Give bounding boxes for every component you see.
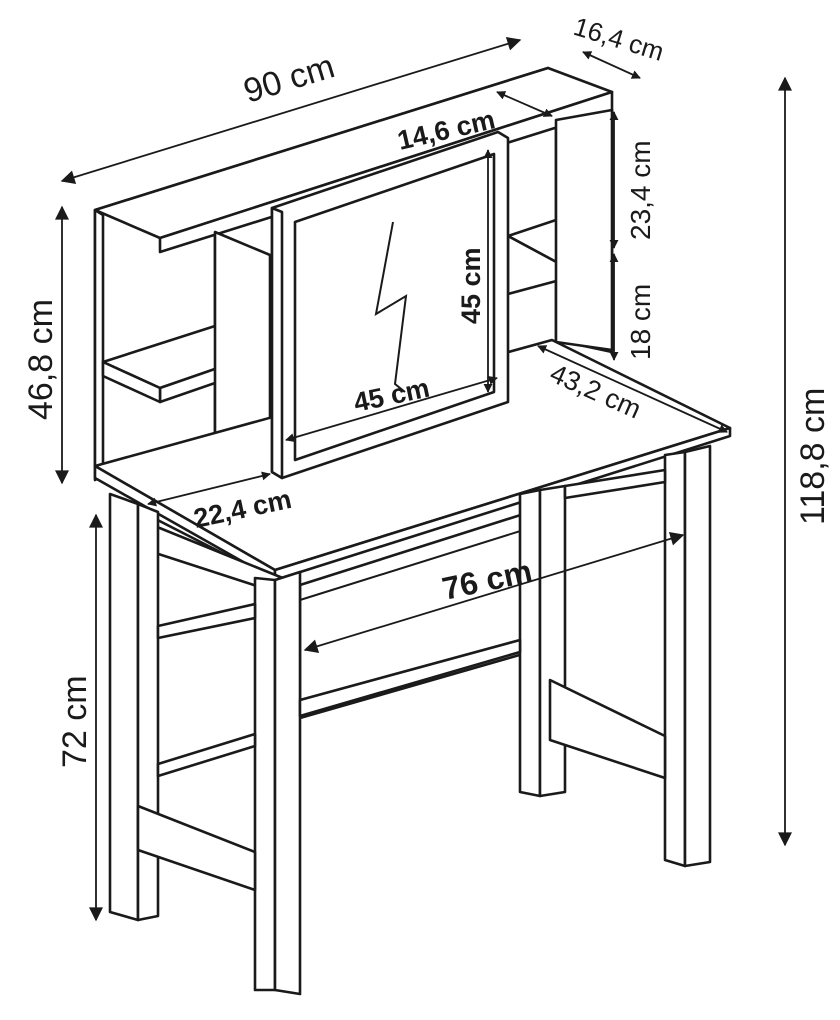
dim-label-mirror-height: 45 cm (456, 247, 486, 324)
dimension-lines (55, 37, 792, 922)
dim-label-shelf-lower: 18 cm (625, 284, 656, 360)
leg-back-right (518, 488, 542, 798)
leg-front-right (663, 450, 687, 868)
dim-label-desk-height: 72 cm (56, 675, 94, 768)
hutch-right-side (554, 108, 614, 352)
leg-back-left (108, 492, 140, 922)
rail-left-upper (156, 602, 257, 640)
rail-right-lower (548, 678, 667, 780)
dim-label-shelf-upper: 23,4 cm (625, 140, 656, 240)
leg-front-left (253, 576, 277, 992)
dim-label-top-depth: 16,4 cm (570, 11, 667, 67)
rail-left-lower (136, 804, 257, 892)
hutch-left-side (93, 208, 105, 482)
dim-label-total-height: 118,8 cm (794, 388, 832, 525)
dim-label-hutch-height: 46,8 cm (22, 299, 60, 420)
